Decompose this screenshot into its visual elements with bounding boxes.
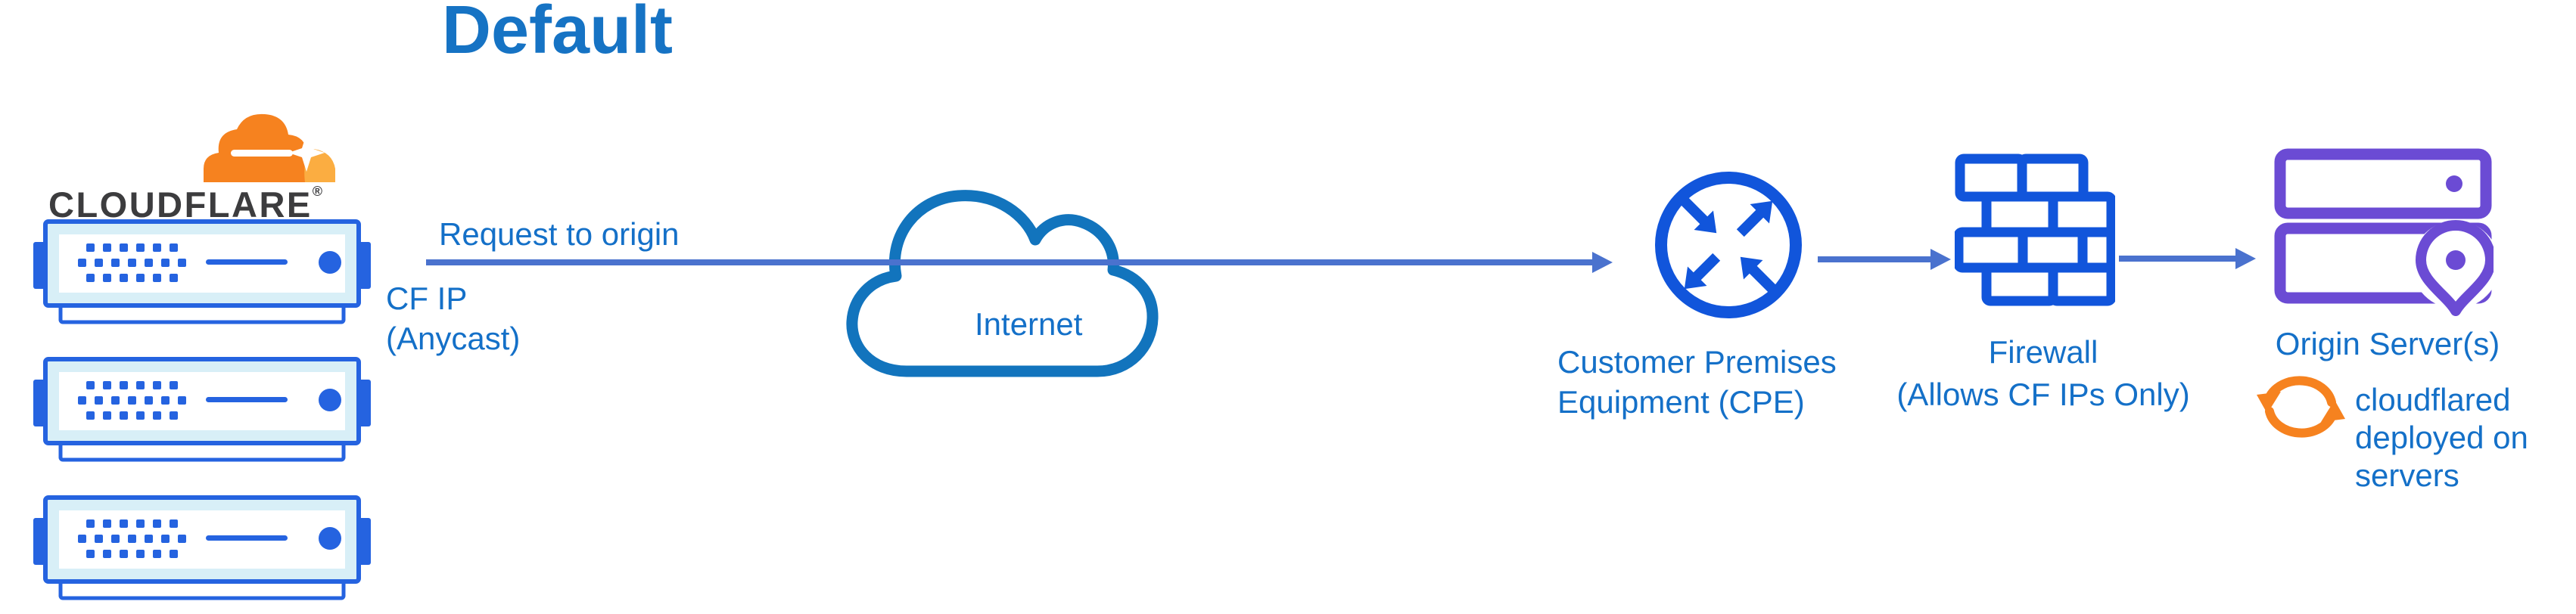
edge-server-icon [33,495,371,601]
cpe-label: Customer Premises Equipment (CPE) [1557,344,1837,420]
firewall-to-origin-line [2119,256,2236,262]
flow-arrowhead-icon [1592,252,1613,273]
cf-ip-anycast-label: CF IP (Anycast) [386,281,521,356]
cpe-to-firewall-line [1818,256,1931,262]
sync-arrows-icon [2254,371,2350,445]
internet-label: Internet [975,306,1083,342]
edge-server-icon [33,357,371,463]
origin-servers-icon [2273,148,2494,322]
flow-arrowhead-icon [1930,249,1951,270]
firewall-label: Firewall (Allows CF IPs Only) [1896,334,2190,412]
request-flow-line [426,259,1593,265]
firewall-icon [1955,154,2115,306]
internet-cloud-icon [817,117,1178,382]
edge-server-icon [33,219,371,325]
origin-servers-label: Origin Server(s) [2275,326,2500,361]
request-to-origin-label: Request to origin [439,216,680,252]
diagram-title: Default [442,0,674,68]
cloudflare-wordmark: CLOUDFLARE® [48,184,323,225]
cloudflare-logo-icon [191,110,337,182]
cpe-router-icon [1653,169,1804,321]
registered-trademark: ® [312,184,323,199]
flow-arrowhead-icon [2235,248,2256,269]
flare-star-icon [288,134,325,172]
cloudflared-note: cloudflared deployed on servers [2355,382,2528,493]
location-pin-icon [2416,220,2494,316]
